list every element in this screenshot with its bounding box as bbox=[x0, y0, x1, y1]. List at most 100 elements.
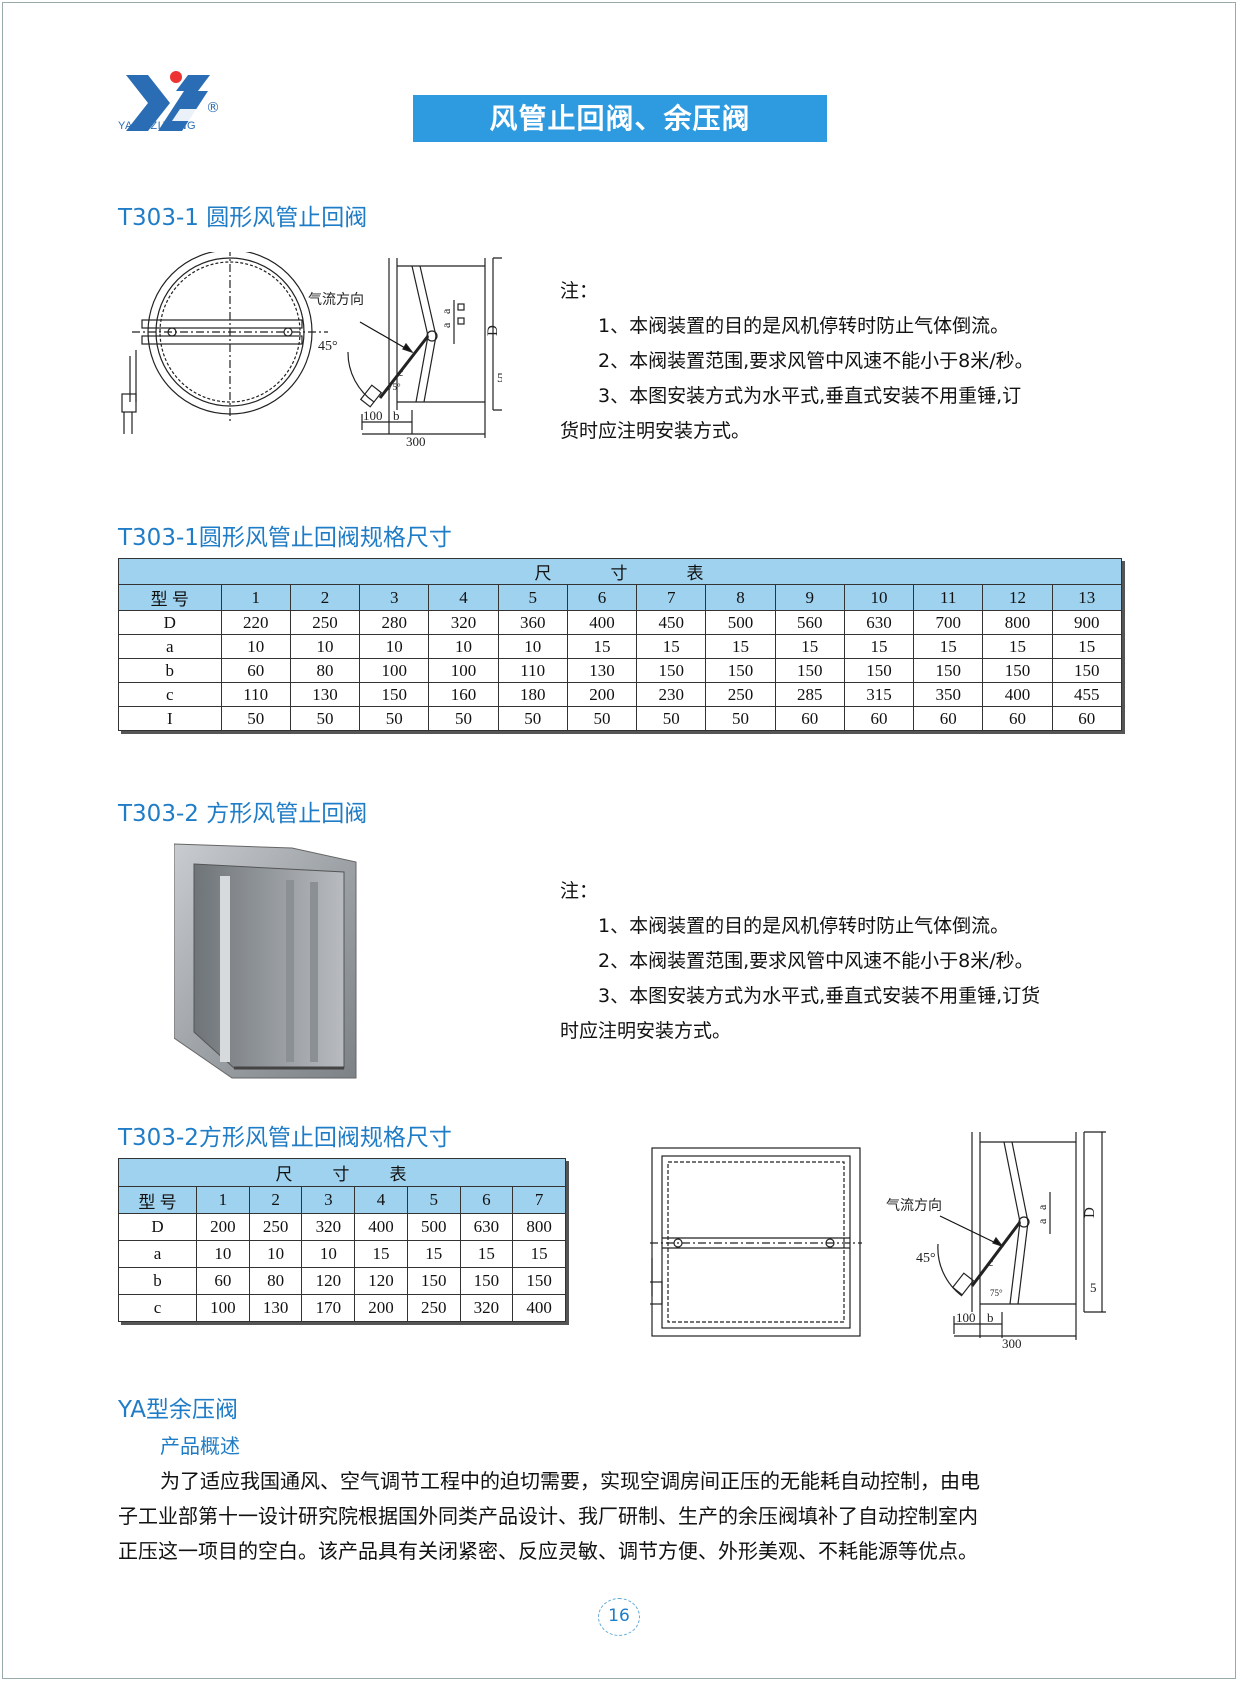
table-cell: 400 bbox=[566, 610, 638, 635]
notes2-label: 注： bbox=[560, 880, 599, 902]
table-cell: 100 bbox=[196, 1294, 250, 1322]
table-cell: 220 bbox=[220, 610, 291, 635]
table-cell: 200 bbox=[196, 1213, 250, 1241]
dim-a-top: a bbox=[439, 308, 453, 314]
table-cell: 455 bbox=[1051, 682, 1123, 707]
note-line-2: 2、本阀装置范围,要求风管中风速不能小于8米/秒。 bbox=[598, 350, 1034, 372]
table-cell: 50 bbox=[566, 706, 638, 731]
table-cell: 15 bbox=[512, 1240, 566, 1268]
table-cell: 200 bbox=[354, 1294, 408, 1322]
table-cell: 130 bbox=[289, 682, 361, 707]
table-cell: 110 bbox=[220, 682, 291, 707]
angle75-label: 75° bbox=[388, 382, 401, 392]
round-check-valve-drawing: 气流方向 45° 75° 100 b 300 D 5 a a c bbox=[121, 252, 502, 449]
table-cell: 700 bbox=[913, 610, 984, 635]
table-cell: 800 bbox=[982, 610, 1053, 635]
table-cell: 10 bbox=[497, 634, 568, 659]
table-cell: 150 bbox=[982, 658, 1053, 683]
notes-label: 注： bbox=[560, 280, 599, 302]
table-cell: 60 bbox=[1051, 706, 1123, 731]
model-col-header: 7 bbox=[512, 1186, 566, 1214]
yangzijiang-logo-icon bbox=[126, 71, 210, 131]
page-title: 风管止回阀、余压阀 bbox=[413, 95, 827, 142]
table-cell: 250 bbox=[289, 610, 361, 635]
table-cell: 150 bbox=[1051, 658, 1123, 683]
table1-caption: 尺 寸 表 bbox=[118, 558, 1122, 585]
dim-100-2: 100 bbox=[956, 1310, 976, 1325]
square-valve-front-view bbox=[650, 1147, 862, 1337]
dim-a-bottom: a bbox=[439, 322, 453, 328]
table-cell: 360 bbox=[497, 610, 568, 635]
section2-notes: 注： 1、本阀装置的目的是风机停转时防止气体倒流。 2、本阀装置范围,要求风管中… bbox=[560, 874, 1120, 1049]
page-number: 16 bbox=[598, 1598, 640, 1636]
table-cell: 900 bbox=[1051, 610, 1123, 635]
note-line-4: 货时应注明安装方式。 bbox=[560, 420, 751, 442]
table-cell: 100 bbox=[428, 658, 499, 683]
row-label: c bbox=[118, 682, 222, 707]
brand-name: YANGZIJIANG bbox=[118, 120, 197, 132]
section3-paragraph: 为了适应我国通风、空气调节工程中的迫切需要，实现空调房间正压的无能耗自动控制，由… bbox=[118, 1464, 1122, 1569]
table-cell: 15 bbox=[705, 634, 776, 659]
section1-notes: 注： 1、本阀装置的目的是风机停转时防止气体倒流。 2、本阀装置范围,要求风管中… bbox=[560, 274, 1120, 449]
model-col-header: 2 bbox=[248, 1186, 303, 1214]
table-cell: 10 bbox=[301, 1240, 356, 1268]
note2-line-4: 时应注明安装方式。 bbox=[560, 1020, 732, 1042]
table-cell: 160 bbox=[428, 682, 499, 707]
table-cell: 630 bbox=[843, 610, 915, 635]
table-cell: 10 bbox=[248, 1240, 303, 1268]
table-cell: 150 bbox=[843, 658, 915, 683]
note2-line-2: 2、本阀装置范围,要求风管中风速不能小于8米/秒。 bbox=[598, 950, 1034, 972]
table-cell: 285 bbox=[774, 682, 845, 707]
angle45-label-2: 45° bbox=[916, 1251, 936, 1266]
table-cell: 230 bbox=[636, 682, 707, 707]
table-cell: 15 bbox=[843, 634, 915, 659]
row-label: a bbox=[117, 1240, 198, 1268]
table-cell: 15 bbox=[636, 634, 707, 659]
table-cell: 15 bbox=[774, 634, 845, 659]
table-cell: 60 bbox=[843, 706, 915, 731]
table2-caption: 尺 寸 表 bbox=[118, 1158, 566, 1187]
table-cell: 320 bbox=[459, 1294, 514, 1322]
note-line-1: 1、本阀装置的目的是风机停转时防止气体倒流。 bbox=[598, 315, 1010, 337]
table-cell: 50 bbox=[705, 706, 776, 731]
dim-D-2: D bbox=[1082, 1207, 1098, 1218]
table-cell: 10 bbox=[220, 634, 291, 659]
dim-a-2b: a bbox=[1035, 1218, 1049, 1224]
table-cell: 60 bbox=[982, 706, 1053, 731]
model-col-header: 1 bbox=[196, 1186, 250, 1214]
model-col-header: 3 bbox=[359, 584, 430, 611]
registered-mark: ® bbox=[206, 100, 220, 116]
dim-5-2: 5 bbox=[1090, 1280, 1097, 1295]
angle45-label: 45° bbox=[318, 339, 338, 354]
dim-300-2: 300 bbox=[1002, 1336, 1022, 1351]
table-cell: 500 bbox=[705, 610, 776, 635]
table-cell: 150 bbox=[406, 1267, 461, 1295]
table-cell: 315 bbox=[843, 682, 915, 707]
row-label: c bbox=[117, 1294, 198, 1322]
table2-heading: T303-2方形风管止回阀规格尺寸 bbox=[118, 1125, 452, 1151]
table-cell: 450 bbox=[636, 610, 707, 635]
dim-100: 100 bbox=[363, 408, 383, 423]
model-col-header: 4 bbox=[428, 584, 499, 611]
square-check-valve-photo bbox=[174, 843, 357, 1079]
table-cell: 80 bbox=[289, 658, 361, 683]
table-cell: 50 bbox=[220, 706, 291, 731]
table-cell: 150 bbox=[705, 658, 776, 683]
table-cell: 60 bbox=[913, 706, 984, 731]
model-col-header: 1 bbox=[220, 584, 291, 611]
table-cell: 250 bbox=[406, 1294, 461, 1322]
table-cell: 150 bbox=[774, 658, 845, 683]
table-cell: 50 bbox=[636, 706, 707, 731]
model-col-header: 6 bbox=[566, 584, 638, 611]
note2-line-3: 3、本图安装方式为水平式,垂直式安装不用重锤,订货 bbox=[598, 985, 1041, 1007]
